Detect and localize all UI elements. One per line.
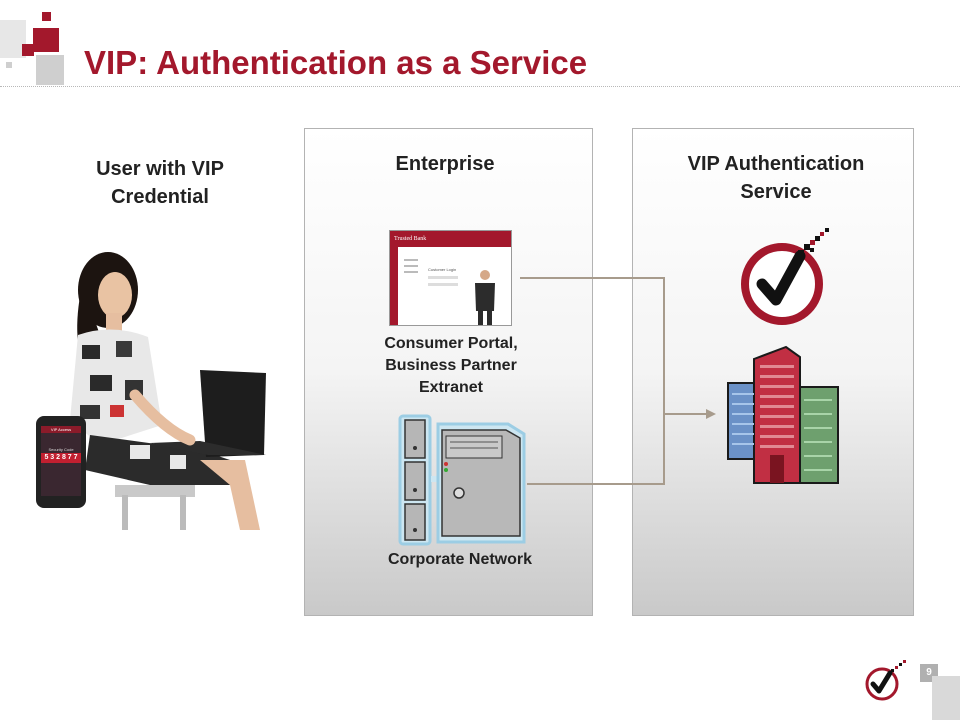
portal-caption-line2: Business Partner [385, 357, 517, 374]
portal-brand: Trusted Bank [394, 236, 427, 242]
enterprise-heading: Enterprise [395, 153, 495, 175]
footer-decor-square [932, 676, 960, 720]
portal-header-bar: Trusted Bank [390, 231, 511, 247]
portal-sidebar [390, 247, 398, 325]
network-caption: Corporate Network [387, 551, 533, 568]
portal-screenshot: Trusted Bank Customer Login [389, 230, 512, 326]
phone-device: VIP Access Security Code 5 3 2 8 7 7 [36, 416, 86, 508]
vip-heading-line1: VIP Authentication [687, 153, 865, 175]
portal-caption-line3: Extranet [418, 379, 484, 396]
user-heading: User with VIP Credential [60, 155, 260, 211]
portal-caption-line1: Consumer Portal, [384, 335, 518, 352]
portal-login-label: Customer Login [428, 267, 457, 272]
phone-security-label: Security Code [48, 447, 74, 452]
vip-heading: VIP Authentication Service [633, 150, 919, 206]
phone-security-code: 5 3 2 8 7 7 [41, 453, 81, 463]
user-heading-line2: Credential [111, 186, 209, 208]
server-icon [398, 414, 528, 546]
user-illustration [30, 245, 280, 535]
title-divider [0, 86, 960, 87]
phone-header: VIP Access [41, 426, 81, 433]
logo-squares [0, 0, 70, 90]
portal-caption: Consumer Portal, Business Partner Extran… [304, 333, 598, 399]
user-heading-line1: User with VIP [96, 158, 224, 180]
page-title: VIP: Authentication as a Service [84, 44, 588, 81]
datacenter-buildings-icon [724, 343, 842, 487]
vip-heading-line2: Service [740, 181, 812, 203]
vip-checkmark-icon [740, 228, 836, 328]
footer-vip-logo-icon [864, 660, 908, 702]
phone-screen: VIP Access Security Code 5 3 2 8 7 7 [41, 426, 81, 496]
